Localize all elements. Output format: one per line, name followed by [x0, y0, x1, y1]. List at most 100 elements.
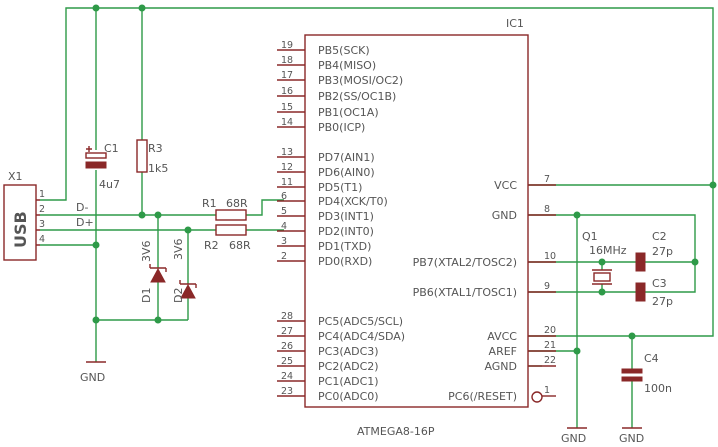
junction [573, 211, 581, 219]
wires [40, 7, 714, 428]
r3-value: 1k5 [148, 162, 168, 175]
c2-plate-right [640, 252, 646, 272]
ic-pin-number: 24 [281, 371, 293, 382]
net-label-dplus: D+ [76, 216, 94, 229]
ic-pin-number: 8 [544, 204, 550, 215]
gnd-symbol-middle: GND [561, 427, 587, 445]
d2-value: 3V6 [172, 238, 185, 260]
ic1-value: ATMEGA8-16P [357, 425, 435, 438]
d1-name: D1 [140, 288, 153, 303]
ic-pin-number: 3 [281, 236, 287, 247]
r3-body [136, 139, 148, 173]
c2-plate-left [635, 252, 641, 272]
ic1-name: IC1 [506, 17, 524, 30]
ic-pin-label: PD2(INT0) [318, 225, 374, 238]
ic-pin-label: PB3(MOSI/OC2) [318, 74, 403, 87]
ic-pin-number: 7 [544, 174, 550, 185]
ic-pin-label: PB5(SCK) [318, 44, 370, 57]
ic-pin-label: PB0(ICP) [318, 121, 365, 134]
d2-bar [179, 280, 197, 288]
junction [598, 288, 606, 296]
ic-pin-label: PB2(SS/OC1B) [318, 90, 396, 103]
reset-inversion-bubble [531, 391, 543, 403]
ic-pin-label: PD1(TXD) [318, 240, 371, 253]
r3-name: R3 [148, 142, 163, 155]
c3-plate-left [635, 282, 641, 302]
c4-value: 100n [644, 382, 672, 395]
ic-pin-number: 22 [544, 355, 556, 366]
usb-pin-1: 1 [39, 189, 45, 200]
junction [92, 241, 100, 249]
ic-pin-label: PC3(ADC3) [318, 345, 379, 358]
usb-pin-3: 3 [39, 219, 45, 230]
ic-pin-number: 27 [281, 326, 293, 337]
c1-polarity-mark [86, 146, 92, 152]
ic-pin-label: PD3(INT1) [318, 210, 374, 223]
q1-name: Q1 [582, 230, 598, 243]
ic-pin-label: PC2(ADC2) [318, 360, 379, 373]
d1-triangle [150, 267, 166, 283]
ic-pin-number: 26 [281, 341, 293, 352]
ic-pin-number: 17 [281, 70, 293, 81]
resistor-r3: R3 1k5 [136, 139, 168, 175]
junction [691, 258, 699, 266]
r1-value: 68R [226, 197, 248, 210]
ic-pin-label: GND [492, 209, 517, 222]
ic-pin-label: PC0(ADC0) [318, 390, 379, 403]
ic-pin-label: PD7(AIN1) [318, 151, 375, 164]
ic-pin-number: 18 [281, 55, 293, 66]
c2-name: C2 [652, 230, 667, 243]
ic-pin-number: 19 [281, 40, 293, 51]
ic-pin-number: 12 [281, 162, 293, 173]
ic-pin-number: 25 [281, 356, 293, 367]
ic-pin-label: PD0(RXD) [318, 255, 372, 268]
ic-pin-label: PC4(ADC4/SDA) [318, 330, 405, 343]
junction [92, 4, 100, 12]
c1-name: C1 [104, 142, 119, 155]
usb-pin-2: 2 [39, 204, 45, 215]
ic-pin-number: 15 [281, 102, 293, 113]
r2-value: 68R [229, 239, 251, 252]
capacitor-c1: C1 4u7 [85, 142, 120, 191]
junction [184, 226, 192, 234]
ic-pin-label: PD6(AIN0) [318, 166, 375, 179]
d2-triangle [180, 283, 196, 299]
resistor-r1: R1 68R [202, 197, 248, 221]
ic-pin-number: 16 [281, 86, 293, 97]
d1-bar [149, 264, 167, 272]
c1-plate-bottom [85, 161, 107, 169]
ic-pin-label: PC6(/RESET) [448, 390, 517, 403]
ic-pin-number: 28 [281, 311, 293, 322]
ic-pin-number: 21 [544, 340, 556, 351]
junction [573, 347, 581, 355]
wire-vcc-top [40, 7, 714, 201]
ic-pin-label: PC1(ADC1) [318, 375, 379, 388]
ic-pin-label: PC5(ADC5/SCL) [318, 315, 403, 328]
usb-body [3, 184, 37, 261]
junction [138, 211, 146, 219]
usb-pin-stubs [36, 199, 40, 246]
ic-pin-label: PB4(MISO) [318, 59, 376, 72]
junctions [92, 4, 717, 355]
ic-pin-number: 2 [281, 251, 287, 262]
gnd-label: GND [619, 432, 644, 445]
d1-value: 3V6 [140, 240, 153, 262]
wire-dminus [40, 199, 284, 216]
usb-name: X1 [8, 170, 23, 183]
c1-value: 4u7 [99, 178, 120, 191]
ic-pin-number: 13 [281, 147, 293, 158]
ic-pin-number: 5 [281, 206, 287, 217]
c3-value: 27p [652, 295, 673, 308]
q1-body [593, 272, 611, 282]
junction [154, 211, 162, 219]
r2-name: R2 [204, 239, 219, 252]
ic1-right-pins: 7VCC8GND10PB7(XTAL2/TOSC2)9PB6(XTAL1/TOS… [413, 174, 556, 403]
r1-body [215, 209, 247, 221]
zener-d1: 3V6 D1 [140, 240, 167, 303]
ic-pin-number: 11 [281, 177, 293, 188]
junction [628, 332, 636, 340]
ic-pin-number: 1 [544, 385, 550, 396]
ic-pin-label: PD5(T1) [318, 181, 362, 194]
